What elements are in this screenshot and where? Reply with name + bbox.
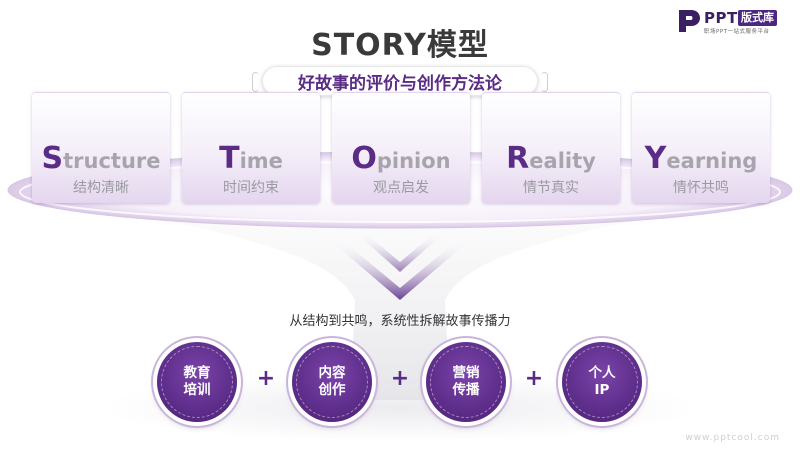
card-word-rest: tructure: [63, 149, 161, 173]
card-subtitle: 结构清晰: [73, 180, 129, 196]
plus-icon: +: [390, 366, 410, 391]
page-title: STORY模型: [311, 28, 489, 63]
plus-icon: +: [256, 366, 276, 391]
card-word-rest: eality: [529, 149, 596, 173]
circle-line2: 传播: [452, 382, 480, 398]
card-time: Time 时间约束: [182, 92, 320, 203]
funnel-arrow-icon: [330, 232, 470, 300]
card-opinion: Opinion 观点启发: [332, 92, 470, 203]
logo-brand-text: PPT: [704, 9, 738, 27]
card-word: Structure: [32, 141, 170, 176]
circle-line2: 创作: [318, 382, 346, 398]
plus-icon: +: [524, 366, 544, 391]
circle-line1: 教育: [183, 365, 211, 381]
card-word-rest: earning: [666, 149, 758, 173]
card-word-rest: pinion: [376, 149, 451, 173]
logo-badge: 版式库: [738, 10, 777, 26]
card-initial: Y: [644, 141, 667, 176]
card-structure: Structure 结构清晰: [32, 92, 170, 203]
circle-line1: 个人: [588, 365, 616, 381]
circle-education-training: 教育 培训: [157, 342, 237, 422]
card-initial: R: [506, 141, 530, 176]
circle-line1: 营销: [452, 365, 480, 381]
card-word: Reality: [482, 141, 620, 176]
card-subtitle: 观点启发: [373, 180, 429, 196]
circle-content-creation: 内容 创作: [292, 342, 372, 422]
card-word: Time: [182, 141, 320, 176]
logo-tagline: 职场PPT一站式服务平台: [704, 29, 770, 35]
card-subtitle: 情怀共鸣: [673, 180, 729, 196]
card-word: Opinion: [332, 141, 470, 176]
watermark: www.pptcool.com: [685, 433, 780, 443]
card-yearning: Yearning 情怀共鸣: [632, 92, 770, 203]
card-word-rest: ime: [239, 149, 283, 173]
card-subtitle: 时间约束: [223, 180, 279, 196]
page-subtitle: 好故事的评价与创作方法论: [298, 73, 502, 94]
circle-marketing: 营销 传播: [426, 342, 506, 422]
card-subtitle: 情节真实: [523, 180, 579, 196]
circle-personal-ip: 个人 IP: [562, 342, 642, 422]
brand-logo[interactable]: PPT 版式库 职场PPT一站式服务平台: [676, 8, 786, 36]
card-word: Yearning: [632, 141, 770, 176]
card-initial: S: [41, 141, 64, 176]
card-initial: T: [219, 141, 240, 176]
ppt-logo-icon: [679, 10, 700, 32]
circle-line2: IP: [594, 382, 610, 398]
funnel-tagline: 从结构到共鸣，系统性拆解故事传播力: [289, 314, 511, 329]
card-initial: O: [351, 141, 377, 176]
subtitle-pill: 好故事的评价与创作方法论: [252, 66, 548, 96]
circle-line1: 内容: [318, 365, 346, 381]
card-reality: Reality 情节真实: [482, 92, 620, 203]
circle-line2: 培训: [183, 382, 211, 398]
